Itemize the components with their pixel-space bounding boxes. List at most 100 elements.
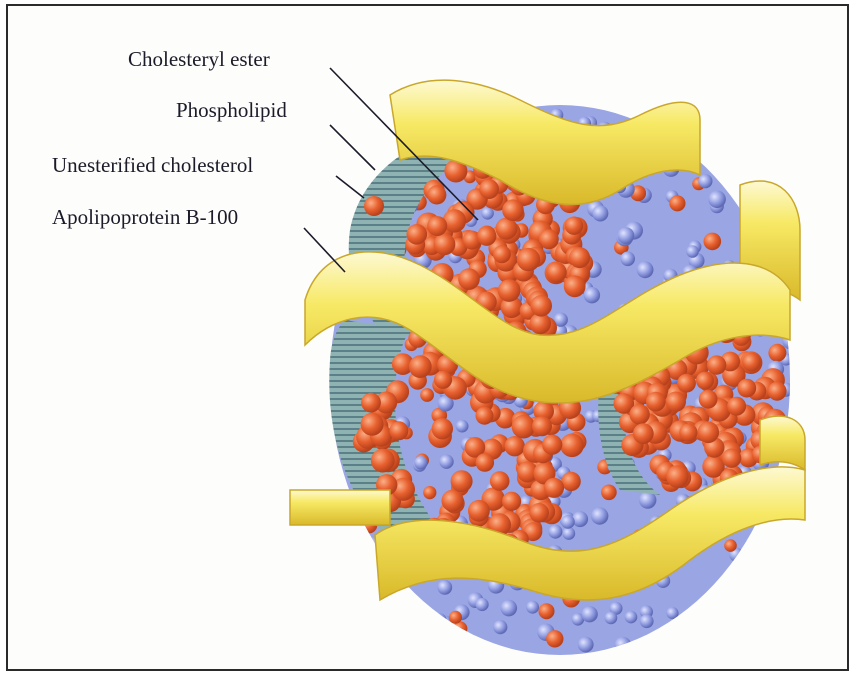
cholesteryl-ester-sphere [679, 423, 697, 441]
surface-sphere [476, 598, 489, 611]
surface-sphere [714, 618, 728, 632]
surface-sphere [368, 142, 385, 159]
cholesteryl-ester-sphere [451, 470, 473, 492]
cholesteryl-ester-sphere [407, 224, 428, 245]
cholesteryl-ester-sphere [633, 423, 654, 444]
surface-sphere [384, 600, 400, 616]
cholesteryl-ester-sphere [546, 262, 566, 282]
cholesteryl-ester-sphere [699, 390, 718, 409]
surface-sphere [707, 591, 720, 604]
cholesteryl-ester-sphere [727, 397, 746, 416]
surface-sphere [724, 539, 737, 552]
surface-sphere [720, 121, 732, 133]
surface-sphere [546, 630, 563, 647]
cholesteryl-ester-sphere [361, 413, 384, 436]
cholesteryl-ester-sphere [498, 279, 521, 302]
cholesteryl-ester-sphere [502, 492, 521, 511]
surface-sphere [736, 615, 750, 629]
surface-sphere [754, 129, 770, 145]
surface-sphere [406, 635, 421, 650]
surface-sphere [539, 603, 555, 619]
cholesteryl-ester-sphere [646, 392, 666, 412]
surface-sphere [346, 526, 364, 544]
cholesteryl-ester-sphere [476, 407, 494, 425]
cholesteryl-ester-sphere [677, 374, 696, 393]
surface-sphere [746, 536, 758, 548]
surface-sphere [329, 631, 345, 647]
cholesteryl-ester-sphere [565, 217, 583, 235]
surface-sphere [771, 533, 789, 551]
surface-sphere [526, 601, 539, 614]
surface-sphere [548, 525, 562, 539]
cholesteryl-ester-sphere [490, 471, 510, 491]
surface-sphere [765, 104, 779, 118]
cholesteryl-ester-sphere [529, 503, 549, 523]
surface-sphere [501, 600, 518, 617]
cholesteryl-ester-sphere [698, 422, 720, 444]
surface-sphere [750, 119, 764, 133]
surface-sphere [735, 128, 751, 144]
cholesteryl-ester-sphere [442, 490, 464, 512]
surface-sphere [757, 104, 772, 119]
surface-sphere [614, 637, 631, 654]
surface-sphere [605, 612, 618, 625]
surface-sphere [625, 611, 638, 624]
surface-sphere [420, 608, 436, 624]
surface-sphere [415, 624, 428, 637]
surface-sphere [620, 251, 635, 266]
cholesteryl-ester-sphere [742, 353, 761, 372]
surface-sphere [414, 456, 427, 469]
surface-sphere [572, 511, 588, 527]
surface-sphere [561, 515, 575, 529]
cholesteryl-ester-sphere [361, 393, 381, 413]
surface-sphere [420, 388, 434, 402]
cholesteryl-ester-sphere [389, 421, 408, 440]
cholesteryl-ester-sphere [544, 478, 564, 498]
surface-sphere [775, 566, 787, 578]
surface-sphere [737, 119, 751, 133]
surface-sphere [669, 195, 685, 211]
surface-sphere [770, 159, 785, 174]
cholesteryl-ester-sphere [722, 449, 741, 468]
unesterified-cholesterol-sphere [364, 196, 384, 216]
cholesteryl-ester-sphere [696, 372, 714, 390]
surface-sphere [686, 245, 699, 258]
cholesteryl-ester-sphere [427, 216, 447, 236]
surface-sphere [493, 620, 507, 634]
surface-sphere [704, 233, 722, 251]
cholesteryl-ester-sphere [493, 245, 511, 263]
surface-sphere [779, 107, 792, 120]
surface-sphere [439, 455, 453, 469]
cholesteryl-ester-sphere [434, 233, 456, 255]
surface-sphere [708, 191, 726, 209]
surface-sphere [778, 634, 792, 648]
surface-sphere [433, 613, 447, 627]
surface-sphere [339, 552, 353, 566]
surface-sphere [562, 527, 575, 540]
leader-phospholipid [330, 125, 375, 170]
surface-sphere [437, 580, 452, 595]
cholesteryl-ester-sphere [458, 268, 480, 290]
surface-sphere [358, 134, 372, 148]
cholesteryl-ester-sphere [564, 275, 586, 297]
surface-sphere [698, 174, 712, 188]
surface-sphere [335, 236, 348, 249]
cholesteryl-ester-sphere [409, 355, 432, 378]
cholesteryl-ester-sphere [502, 199, 524, 221]
cholesteryl-ester-sphere [427, 185, 446, 204]
leader-apolipoprotein [304, 228, 345, 272]
surface-sphere [592, 205, 608, 221]
cholesteryl-ester-sphere [560, 434, 584, 458]
surface-sphere [601, 485, 617, 501]
cholesteryl-ester-sphere [479, 179, 499, 199]
surface-sphere [465, 643, 477, 655]
cholesteryl-ester-sphere [434, 371, 452, 389]
surface-sphere [768, 344, 786, 362]
cholesteryl-ester-sphere [542, 435, 562, 455]
surface-sphere [401, 601, 419, 619]
surface-sphere [718, 582, 735, 599]
cholesteryl-ester-sphere [707, 355, 726, 374]
cholesteryl-ester-sphere [517, 248, 540, 271]
leader-unesterified-cholesterol [336, 176, 364, 198]
